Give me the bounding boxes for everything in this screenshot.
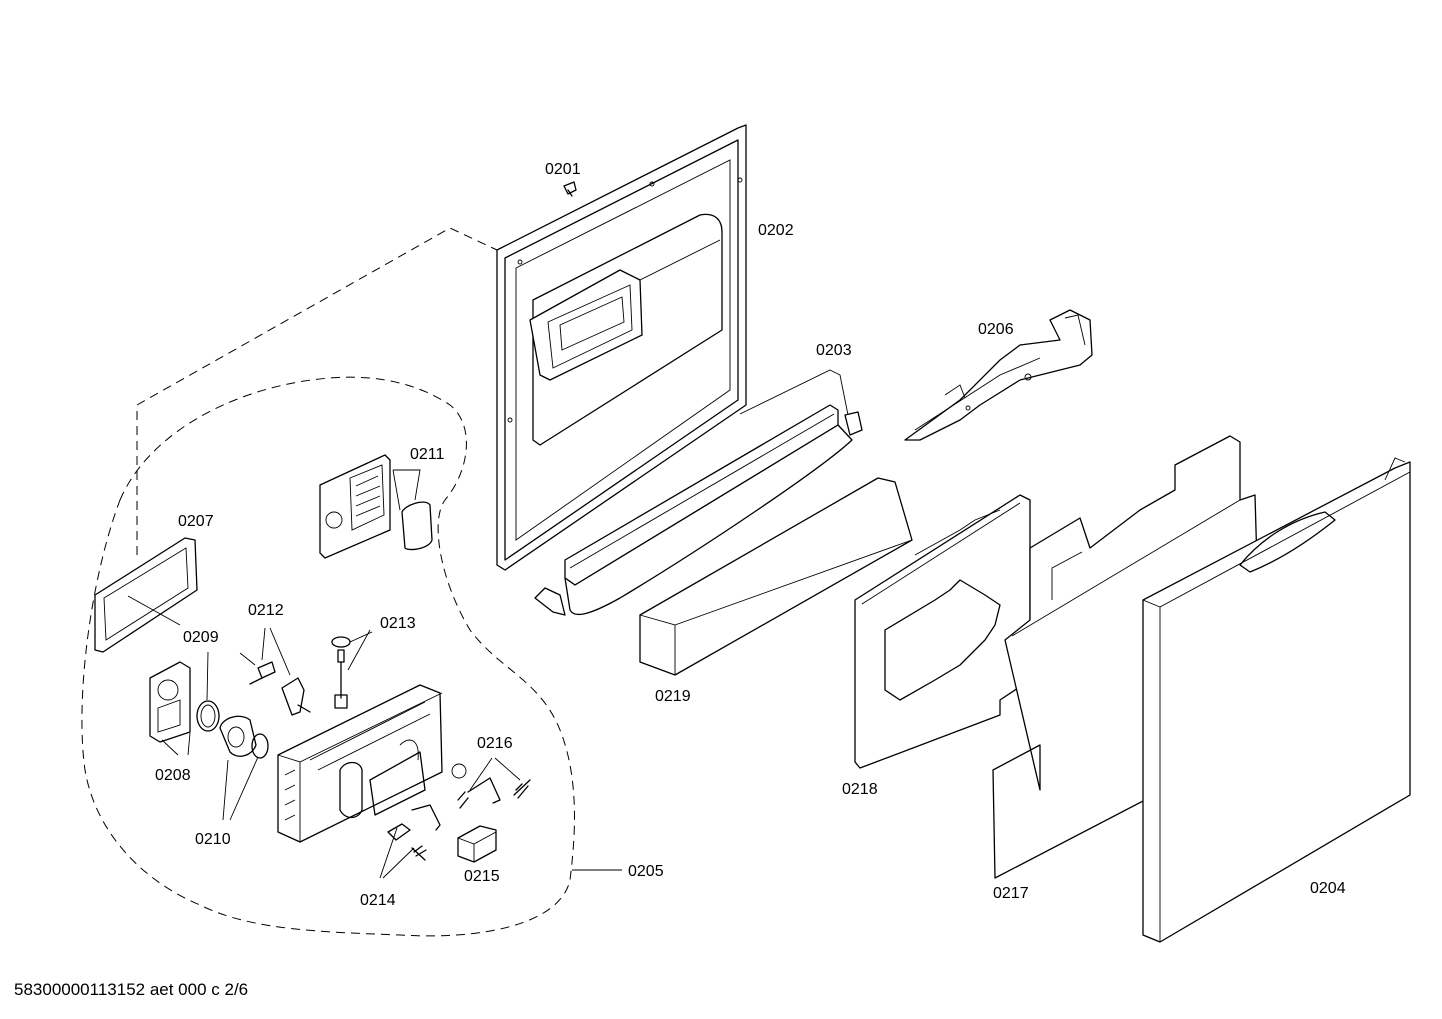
document-code: 58300000113152 aet 000 c 2/6 <box>14 980 249 999</box>
subassembly-projection-line <box>136 227 498 555</box>
label-0204: 0204 <box>1310 880 1346 897</box>
fill-connector <box>219 715 257 757</box>
lever-part <box>281 677 311 716</box>
label-0201: 0201 <box>545 161 581 178</box>
hinge-bracket <box>904 309 1093 441</box>
inner-door-frame <box>496 124 747 571</box>
dosing-frame <box>319 454 391 559</box>
label-0212: 0212 <box>248 602 284 619</box>
profile-rail <box>534 404 863 616</box>
label-0210: 0210 <box>195 831 231 848</box>
sealing-ring <box>196 700 220 732</box>
label-0208: 0208 <box>155 767 191 784</box>
label-0202: 0202 <box>758 222 794 239</box>
insulation-block <box>639 477 913 676</box>
cover-plate <box>401 501 433 551</box>
label-0218: 0218 <box>842 781 878 798</box>
o-ring <box>251 733 269 759</box>
label-0203: 0203 <box>816 342 852 359</box>
outer-door-panel <box>1142 457 1411 943</box>
label-0211: 0211 <box>410 446 445 463</box>
lever-and-spring-parts <box>451 763 531 809</box>
label-0219: 0219 <box>655 688 691 705</box>
float-pin <box>331 636 351 709</box>
microswitch <box>457 825 497 863</box>
screw <box>563 181 577 197</box>
label-0206: 0206 <box>978 321 1014 338</box>
label-0205: 0205 <box>628 863 664 880</box>
insulation-mat-rear <box>992 435 1259 879</box>
dispenser-housing <box>277 684 443 843</box>
seal-frame <box>94 537 198 653</box>
label-0209: 0209 <box>183 629 219 646</box>
label-0213: 0213 <box>380 615 416 632</box>
subassembly-boundary <box>81 376 575 937</box>
label-0207: 0207 <box>178 513 214 530</box>
small-spring-part <box>249 661 276 685</box>
cap-housing <box>149 661 191 743</box>
insulation-mat-front <box>854 494 1031 769</box>
label-0215: 0215 <box>464 868 500 885</box>
label-0216: 0216 <box>477 735 513 752</box>
latch-spring-parts <box>387 804 441 861</box>
label-0217: 0217 <box>993 885 1029 902</box>
label-0214: 0214 <box>360 892 396 909</box>
